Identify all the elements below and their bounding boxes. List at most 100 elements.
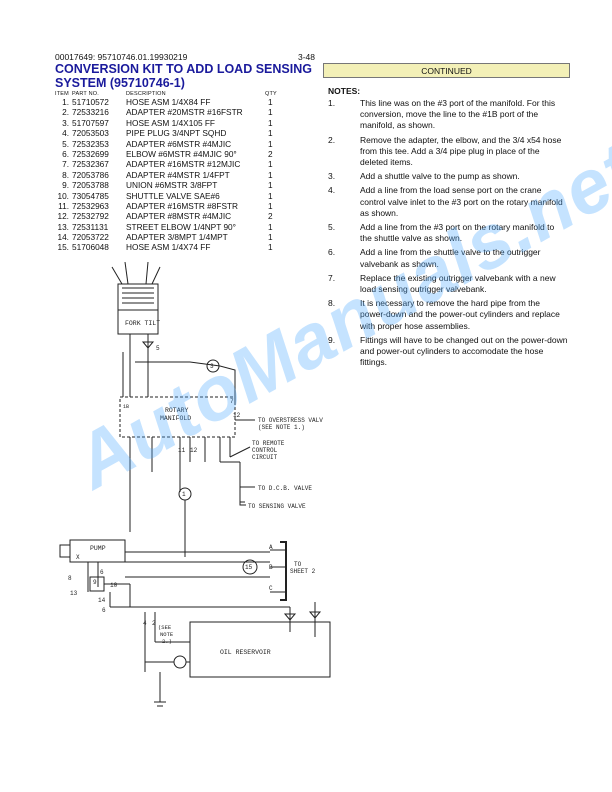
pump-x: X xyxy=(76,554,80,561)
note-number: 6. xyxy=(328,247,336,258)
part-qty: 1 xyxy=(268,200,273,211)
part-qty: 1 xyxy=(268,117,273,128)
sensing-label: TO SENSING VALVE xyxy=(248,503,306,510)
remote-label-2: CONTROL xyxy=(252,447,278,454)
part-description: ADAPTER #8MSTR #4MJIC xyxy=(126,211,232,222)
overstress-label: TO OVERSTRESS VALV xyxy=(258,417,323,424)
rotary-label-2: MANIFOLD xyxy=(160,415,191,422)
callout-3: 3 xyxy=(210,363,214,370)
line-c: C xyxy=(269,585,273,592)
part-number: 73054785 xyxy=(72,190,109,201)
oil-reservoir-label: OIL RESERVOIR xyxy=(220,649,271,656)
part-number: 72532792 xyxy=(72,211,109,222)
fork-tilt-label: FORK TILT xyxy=(125,320,160,327)
note-number: 9. xyxy=(328,334,336,345)
continued-banner: CONTINUED xyxy=(323,63,570,78)
note-number: 4. xyxy=(328,185,336,196)
note-item: 3.Add a shuttle valve to the pump as sho… xyxy=(328,171,568,182)
note-number: 2. xyxy=(328,134,336,145)
remote-label-3: CIRCUIT xyxy=(252,454,278,461)
see-note-2b: NOTE xyxy=(160,631,174,638)
remote-label-1: TO REMOTE xyxy=(252,440,285,447)
to-sheet-label-2: SHEET 2 xyxy=(290,568,316,575)
note-item: 5.Add a line from the #3 port on the rot… xyxy=(328,222,568,244)
part-number: 72532367 xyxy=(72,159,109,170)
notes-title: NOTES: xyxy=(328,86,361,96)
port-1b: 1B xyxy=(123,404,129,410)
part-qty: 2 xyxy=(268,148,273,159)
part-item-number: 8. xyxy=(62,169,69,180)
part-qty: 1 xyxy=(268,180,273,191)
document-id: 00017649: 95710746.01.19930219 xyxy=(55,52,188,62)
part-qty: 1 xyxy=(268,128,273,139)
line-b: B xyxy=(269,564,273,571)
part-description: PIPE PLUG 3/4NPT SQHD xyxy=(126,128,227,139)
note-text: Add a shuttle valve to the pump as shown… xyxy=(360,171,520,182)
part-number: 72533216 xyxy=(72,107,109,118)
callout-11: 11 xyxy=(178,447,186,454)
part-number: 72531131 xyxy=(72,221,109,232)
part-qty: 1 xyxy=(268,107,273,118)
col-header-part-no: PART NO. xyxy=(72,91,99,97)
part-qty: 1 xyxy=(268,232,273,243)
note-text: Add a line from the load sense port on t… xyxy=(360,185,563,218)
note-text: Add a line from the shuttle valve to the… xyxy=(360,247,541,269)
notes-list: 1.This line was on the #3 port of the ma… xyxy=(328,98,568,371)
part-description: HOSE ASM 1/4X105 FF xyxy=(126,117,215,128)
callout-2: 2 xyxy=(152,620,156,627)
part-number: 51707597 xyxy=(72,117,109,128)
note-item: 9. Fittings will have to be changed out o… xyxy=(328,335,568,369)
to-sheet-label-1: TO xyxy=(294,561,302,568)
line-a: A xyxy=(269,544,273,551)
note-text: Fittings will have to be changed out on … xyxy=(360,334,568,368)
part-item-number: 10. xyxy=(57,190,69,201)
see-note-2a: (SEE xyxy=(158,624,172,631)
col-header-qty: QTY xyxy=(265,91,277,97)
dcb-label: TO D.C.B. VALVE xyxy=(258,485,312,492)
callout-8: 8 xyxy=(68,575,72,582)
callout-13: 13 xyxy=(70,590,78,597)
part-number: 72053786 xyxy=(72,169,109,180)
oil-reservoir xyxy=(189,621,331,678)
callout-12a: 12 xyxy=(233,412,241,419)
part-item-number: 7. xyxy=(62,159,69,170)
part-number: 72532353 xyxy=(72,138,109,149)
part-qty: 1 xyxy=(268,159,273,170)
part-description: ELBOW #6MSTR #4MJIC 90° xyxy=(126,148,237,159)
note-text: It is necessary to remove the hard pipe … xyxy=(360,298,560,331)
note-item: 1.This line was on the #3 port of the ma… xyxy=(328,98,568,132)
callout-4: 4 xyxy=(143,620,147,627)
part-item-number: 11. xyxy=(58,200,69,211)
part-number: 51706048 xyxy=(72,242,109,253)
part-description: STREET ELBOW 1/4NPT 90° xyxy=(126,221,236,232)
part-qty: 1 xyxy=(268,190,273,201)
note-item: 6. Add a line from the shuttle valve to t… xyxy=(328,247,568,269)
part-item-number: 6. xyxy=(62,148,69,159)
part-qty: 1 xyxy=(268,221,273,232)
note-number: 8. xyxy=(328,298,336,309)
parts-row: 3.51707597 HOSE ASM 1/4X105 FF 1 xyxy=(55,118,315,128)
part-item-number: 13. xyxy=(57,221,69,232)
part-qty: 2 xyxy=(268,211,273,222)
part-item-number: 3. xyxy=(62,117,69,128)
page-title: CONVERSION KIT TO ADD LOAD SENSING SYSTE… xyxy=(55,62,312,90)
part-item-number: 9. xyxy=(62,180,69,191)
callout-7: 7 xyxy=(230,398,234,405)
col-header-description: DESCRIPTION xyxy=(126,91,166,97)
part-description: HOSE ASM 1/4X74 FF xyxy=(126,242,211,253)
rotary-label-1: ROTARY xyxy=(165,407,189,414)
note-item: 4. Add a line from the load sense port on… xyxy=(328,185,568,219)
note-number: 5. xyxy=(328,222,336,233)
part-item-number: 1. xyxy=(62,97,69,107)
part-qty: 1 xyxy=(268,138,273,149)
part-description: ADAPTER #20MSTR #16FSTR xyxy=(126,107,243,118)
part-description: ADAPTER #16MSTR #12MJIC xyxy=(126,159,241,170)
